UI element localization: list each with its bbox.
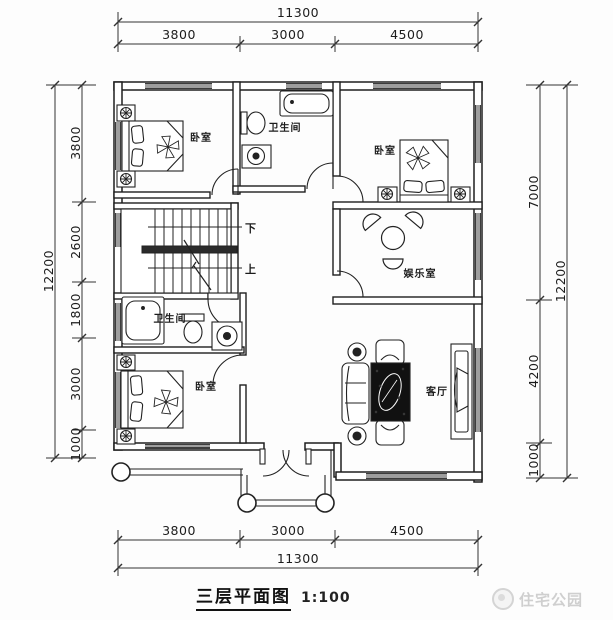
window-right-living (475, 348, 481, 432)
staircase: 下 上 (120, 208, 256, 294)
furniture-living (341, 339, 473, 446)
dim-left-total: 12200 (41, 250, 56, 292)
label-bedroom-top-right: 卧室 (374, 144, 396, 157)
room-labels: 卧室 卫生间 卧室 娱乐室 卫生间 卧室 客厅 (154, 121, 448, 398)
window-top-bedroom1 (145, 83, 212, 89)
dim-bottom-total: 11300 (277, 551, 319, 566)
dim-right-seg-2: 4200 (526, 354, 541, 388)
label-bathroom-top: 卫生间 (269, 121, 302, 134)
dim-ticks (113, 17, 483, 49)
toilet-bowl (246, 111, 266, 135)
toilet-tank (240, 111, 248, 135)
sofa (341, 362, 370, 425)
furniture-bathroom1 (240, 90, 334, 169)
dim-left-seg-4: 3000 (68, 367, 83, 401)
title-scale: 1:100 (301, 590, 351, 606)
window-bottom-bedroom3 (145, 444, 210, 449)
stair-label-down: 下 (245, 222, 256, 235)
stair-label-up: 上 (245, 262, 256, 276)
window-left-stairs (115, 213, 121, 247)
dim-right-seg-1: 7000 (526, 175, 541, 209)
door-arc-bedroom2 (336, 175, 364, 203)
stair-break-line (183, 239, 200, 265)
dimension-left: 3800 2600 1800 3000 1000 12200 (41, 80, 96, 463)
window-top-bedroom2 (373, 83, 441, 89)
dim-left-seg-2: 2600 (68, 225, 83, 259)
label-living-room: 客厅 (425, 385, 448, 398)
door-arc-entry-right (282, 449, 310, 477)
windows (115, 83, 481, 479)
door-leaf-entry-left (259, 448, 266, 465)
window-left-bedroom1 (115, 122, 121, 170)
toilet-bowl (183, 320, 203, 344)
dim-top-seg-2: 3000 (271, 27, 305, 42)
door-arc-entry-left (262, 449, 290, 477)
armchair-top (375, 339, 405, 366)
dim-ticks (113, 535, 483, 573)
furniture-bathroom2 (121, 296, 243, 351)
window-left-bathroom2 (115, 303, 121, 341)
balcony-porch (111, 450, 335, 513)
tv-cabinet (450, 343, 473, 440)
door-arc-bedroom3 (212, 354, 244, 386)
dim-ticks (535, 80, 572, 483)
window-left-bedroom3 (115, 372, 121, 428)
dim-bottom-seg-3: 4500 (390, 523, 424, 538)
door-arc-entertainment (336, 270, 364, 298)
dim-bottom-seg-1: 3800 (162, 523, 196, 538)
armchair-bottom (375, 419, 405, 446)
door-leaf-entry-right (305, 448, 312, 465)
dim-left-seg-3: 1800 (68, 293, 83, 327)
watermark: 住宅公园 (492, 588, 583, 610)
window-right-entertainment (475, 213, 481, 280)
dim-left-seg-5: 1000 (68, 427, 83, 461)
door-arc-bathroom1 (306, 162, 334, 190)
window-top-bathroom1 (286, 83, 322, 89)
label-entertainment-room: 娱乐室 (404, 267, 437, 280)
column-porch-right (315, 493, 335, 513)
dim-right-seg-3: 1000 (526, 443, 541, 477)
window-bottom-living (366, 473, 447, 479)
furniture-bedroom3 (116, 354, 184, 445)
dim-left-seg-1: 3800 (68, 126, 83, 160)
column-balcony-left (111, 462, 131, 482)
dimension-bottom: 3800 3000 4500 11300 (113, 523, 483, 576)
drawing-title: 三层平面图 1:100 (196, 582, 351, 611)
dim-top-seg-1: 3800 (162, 27, 196, 42)
dim-right-total: 12200 (553, 260, 568, 302)
label-bedroom-top-left: 卧室 (190, 131, 212, 144)
watermark-brand: 住宅公园 (519, 590, 584, 609)
door-leaf-bathroom2 (207, 292, 239, 300)
door-arc-bedroom1 (211, 168, 239, 196)
label-bathroom-lower: 卫生间 (154, 312, 187, 325)
dimension-top: 11300 3800 3000 4500 (113, 5, 483, 52)
title-text: 三层平面图 (196, 582, 291, 611)
coffee-table (370, 362, 411, 422)
dim-top-total: 11300 (277, 5, 319, 20)
furniture-bedroom1 (116, 104, 184, 188)
dimension-right: 7000 4200 1000 12200 (526, 80, 578, 483)
dim-top-seg-3: 4500 (390, 27, 424, 42)
window-right-bedroom2 (475, 105, 481, 163)
label-bedroom-lower: 卧室 (195, 380, 217, 393)
furniture-bedroom2 (377, 139, 471, 203)
dim-ticks (50, 80, 87, 463)
game-table (380, 225, 406, 251)
watermark-logo-icon (492, 588, 514, 610)
dim-bottom-seg-2: 3000 (271, 523, 305, 538)
furniture-entertainment (358, 207, 428, 270)
column-porch-left (237, 493, 257, 513)
